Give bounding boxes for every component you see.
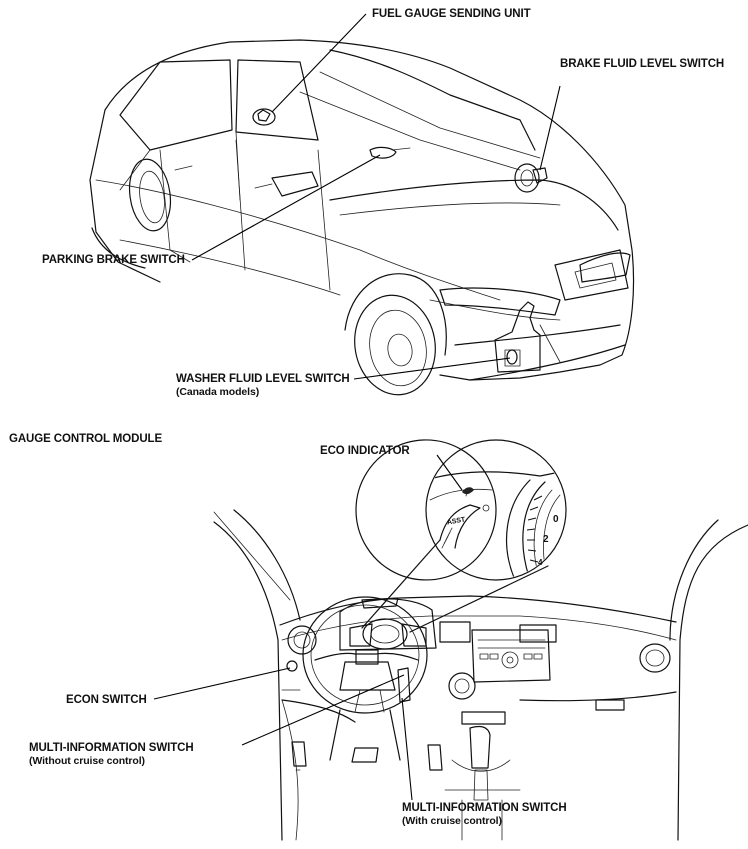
- brake-fluid-level-switch-label: BRAKE FLUID LEVEL SWITCH: [560, 58, 725, 70]
- multi-info-cruise-note: (With cruise control): [402, 815, 502, 827]
- tach-mark-2: 2: [543, 534, 549, 545]
- tach-mark-0: 0: [553, 514, 559, 525]
- multi-info-no-cruise-note: (Without cruise control): [29, 755, 145, 767]
- multi-information-switch-without-cruise-label: MULTI-INFORMATION SWITCH (Without cruise…: [29, 742, 194, 768]
- multi-info-cruise-title: MULTI-INFORMATION SWITCH: [402, 802, 567, 814]
- multi-info-no-cruise-title: MULTI-INFORMATION SWITCH: [29, 742, 194, 754]
- washer-fluid-note: (Canada models): [176, 386, 260, 398]
- washer-fluid-level-switch-label: WASHER FLUID LEVEL SWITCH (Canada models…: [176, 373, 350, 399]
- gauge-control-module-label: GAUGE CONTROL MODULE: [9, 433, 163, 445]
- tach-mark-4: 4: [538, 558, 543, 567]
- washer-fluid-title: WASHER FLUID LEVEL SWITCH: [176, 373, 350, 385]
- econ-switch-label: ECON SWITCH: [66, 694, 147, 706]
- eco-indicator-label: ECO INDICATOR: [320, 445, 410, 457]
- eco-indicator-detail-circle: [355, 439, 567, 581]
- car-illustration: [89, 39, 635, 396]
- fuel-gauge-sending-unit-label: FUEL GAUGE SENDING UNIT: [372, 8, 531, 20]
- parking-brake-switch-label: PARKING BRAKE SWITCH: [42, 254, 185, 266]
- dashboard-illustration: [213, 509, 748, 841]
- multi-information-switch-with-cruise-label: MULTI-INFORMATION SWITCH (With cruise co…: [402, 802, 567, 828]
